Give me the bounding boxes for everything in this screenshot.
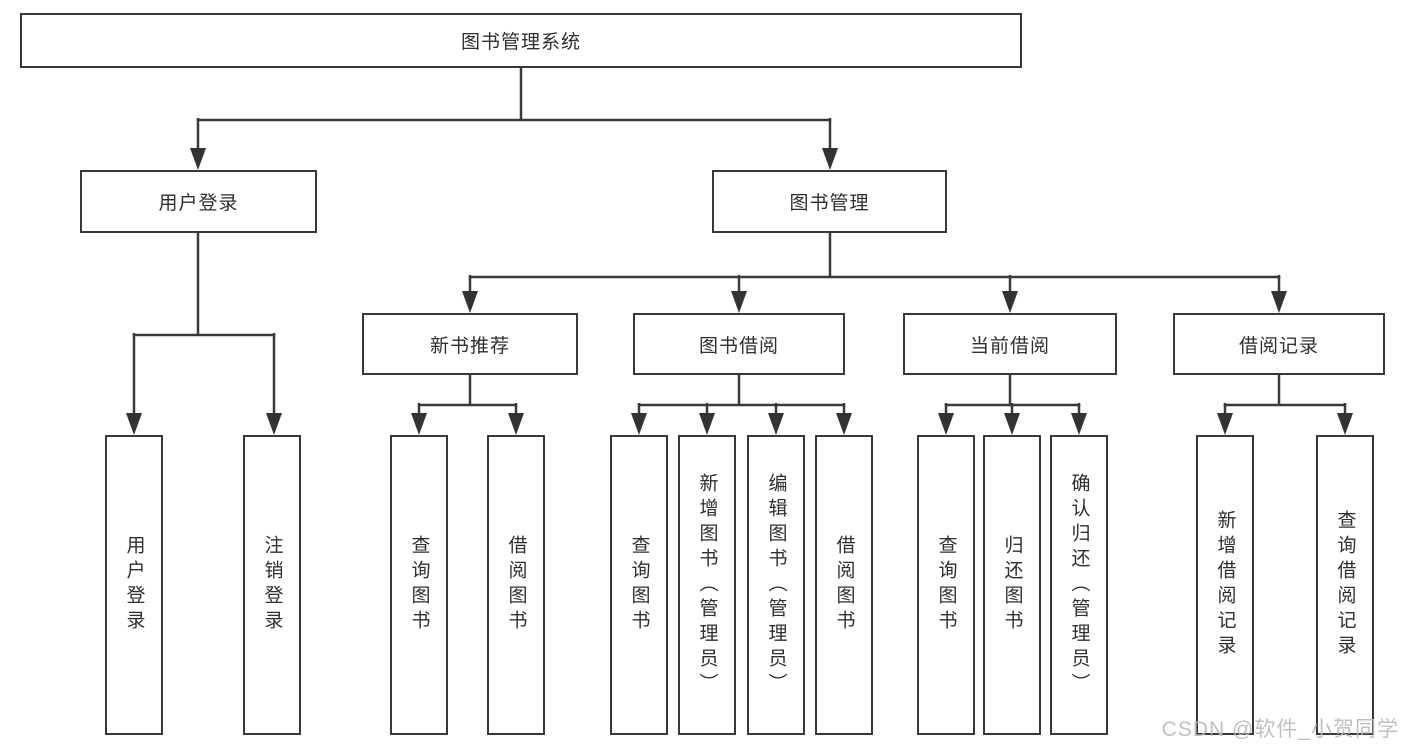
- node-add-borrow-record: 新增借阅记录: [1196, 435, 1254, 735]
- node-edit-books-admin: 编辑图书（管理员）: [747, 435, 805, 735]
- csdn-watermark: CSDN @软件_小贺同学: [1161, 718, 1399, 741]
- node-return-books: 归还图书: [983, 435, 1041, 735]
- node-query-books-borrow: 查询图书: [610, 435, 668, 735]
- node-query-borrow-record: 查询借阅记录: [1316, 435, 1374, 735]
- node-label: 确认归还（管理员）: [1068, 472, 1090, 698]
- node-logout-action: 注销登录: [243, 435, 301, 735]
- node-book-management: 图书管理: [712, 170, 947, 233]
- node-current-borrow: 当前借阅: [903, 313, 1117, 375]
- node-new-book-recommend: 新书推荐: [362, 313, 578, 375]
- node-borrow-books-recommend: 借阅图书: [487, 435, 545, 735]
- node-label: 借阅图书: [833, 535, 855, 635]
- node-query-books-current: 查询图书: [917, 435, 975, 735]
- node-query-books-recommend: 查询图书: [390, 435, 448, 735]
- node-add-books-admin: 新增图书（管理员）: [678, 435, 736, 735]
- node-label: 用户登录: [123, 535, 145, 635]
- node-label: 编辑图书（管理员）: [765, 472, 787, 698]
- node-user-login: 用户登录: [80, 170, 317, 233]
- node-label: 新增借阅记录: [1214, 510, 1236, 660]
- node-label: 注销登录: [261, 535, 283, 635]
- node-book-borrow: 图书借阅: [633, 313, 845, 375]
- node-borrow-records: 借阅记录: [1173, 313, 1385, 375]
- node-root: 图书管理系统: [20, 13, 1022, 68]
- node-borrow-books: 借阅图书: [815, 435, 873, 735]
- node-confirm-return-admin: 确认归还（管理员）: [1050, 435, 1108, 735]
- node-label: 查询图书: [628, 535, 650, 635]
- node-label: 查询图书: [935, 535, 957, 635]
- node-user-login-action: 用户登录: [105, 435, 163, 735]
- node-label: 新增图书（管理员）: [696, 472, 718, 698]
- node-label: 归还图书: [1001, 535, 1023, 635]
- node-label: 借阅图书: [505, 535, 527, 635]
- node-label: 查询图书: [408, 535, 430, 635]
- node-label: 查询借阅记录: [1334, 510, 1356, 660]
